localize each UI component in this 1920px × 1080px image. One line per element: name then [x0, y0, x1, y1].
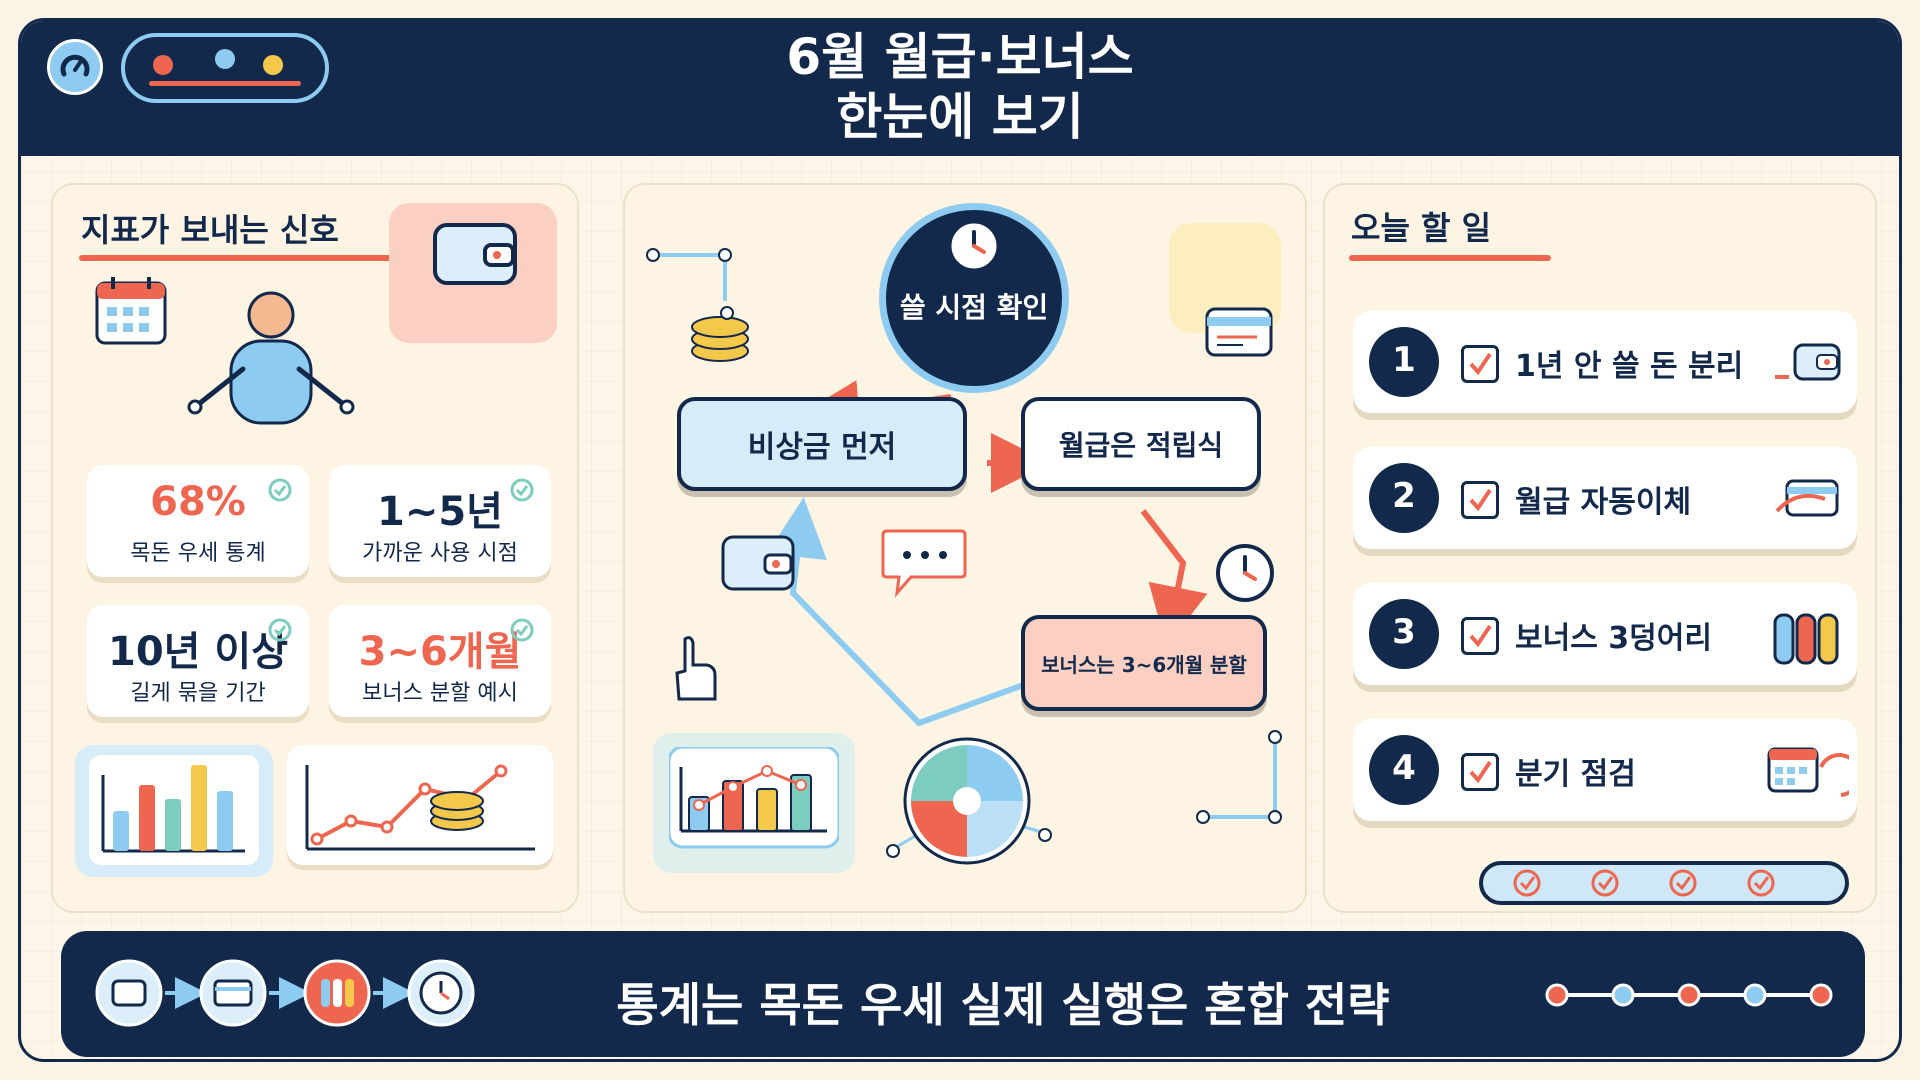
check-icon: [268, 478, 292, 502]
todo-item-4[interactable]: 4 분기 점검: [1353, 719, 1857, 821]
stat-card-10y: 10년 이상 길게 묶을 기간: [87, 605, 309, 717]
todo-item-1[interactable]: 1 1년 안 쓸 돈 분리: [1353, 311, 1857, 413]
connector-top-left: [646, 248, 732, 301]
check-icon[interactable]: [1461, 753, 1499, 791]
wallet-card: [389, 203, 557, 343]
check-icon: [510, 478, 534, 502]
signals-panel: 지표가 보내는 신호: [51, 183, 579, 913]
stat-card-3-6m: 3~6개월 보너스 분할 예시: [329, 605, 551, 717]
todo-item-3[interactable]: 3 보너스 3덩어리: [1353, 583, 1857, 685]
header: 6월 월급·보너스 한눈에 보기: [21, 21, 1899, 156]
clock-icon: [948, 220, 1000, 272]
check-timing-circle: 쓸 시점 확인: [879, 203, 1069, 393]
stat-card-1-5y: 1~5년 가까운 사용 시점: [329, 465, 551, 577]
progress-checks: [1479, 861, 1849, 905]
check-icon[interactable]: [1461, 345, 1499, 383]
mini-chart-card: [653, 733, 855, 873]
hand-pointer-icon: [675, 636, 717, 701]
card-icon: [1205, 307, 1273, 357]
infographic-frame: 6월 월급·보너스 한눈에 보기 지표가 보내는 신호: [18, 18, 1902, 1062]
bar-chart-icon: [89, 755, 259, 865]
footer-banner: 통계는 목돈 우세 실제 실행은 혼합 전략: [61, 931, 1865, 1057]
status-dots-pill: [121, 33, 329, 103]
connector-bottom-right: [1196, 730, 1282, 824]
wallet-icon: [433, 223, 517, 285]
bar-chart-card: [75, 745, 273, 877]
clock-icon: [1216, 544, 1274, 602]
card-icon: [1775, 479, 1839, 517]
node-emergency-fund: 비상금 먼저: [677, 397, 967, 491]
timeline-dots: [1545, 983, 1833, 1007]
coin-stack-icon: [430, 791, 484, 831]
signals-title: 지표가 보내는 신호: [81, 211, 339, 249]
chat-icon: [881, 529, 967, 598]
coin-stack-icon: [691, 306, 749, 362]
wallet-icon: [1775, 343, 1841, 381]
calendar-icon: [1767, 747, 1849, 797]
line-chart-icon: [305, 764, 535, 851]
todo-item-2[interactable]: 2 월급 자동이체: [1353, 447, 1857, 549]
check-icon[interactable]: [1461, 617, 1499, 655]
check-icon: [268, 618, 292, 642]
bar-chart-icon: [669, 747, 839, 849]
node-salary-installment: 월급은 적립식: [1021, 397, 1261, 491]
footer-summary: 통계는 목돈 우세 실제 실행은 혼합 전략: [616, 978, 1390, 1032]
stat-card-68: 68% 목돈 우세 통계: [87, 465, 309, 577]
calendar-icon: [95, 277, 167, 345]
person-icon: [187, 291, 355, 425]
pie-chart-icon: [886, 737, 1052, 865]
node-bonus-split: 보너스는 3~6개월 분할: [1021, 615, 1267, 711]
wallet-icon: [721, 535, 795, 591]
line-chart-card: [287, 745, 553, 865]
todo-title: 오늘 할 일: [1351, 209, 1492, 247]
three-blocks-icon: [1773, 613, 1839, 665]
speedometer-icon: [47, 39, 103, 95]
check-icon: [510, 618, 534, 642]
check-icon[interactable]: [1461, 481, 1499, 519]
page-title: 6월 월급·보너스 한눈에 보기: [786, 28, 1134, 146]
flow-steps-icons: [95, 959, 475, 1027]
